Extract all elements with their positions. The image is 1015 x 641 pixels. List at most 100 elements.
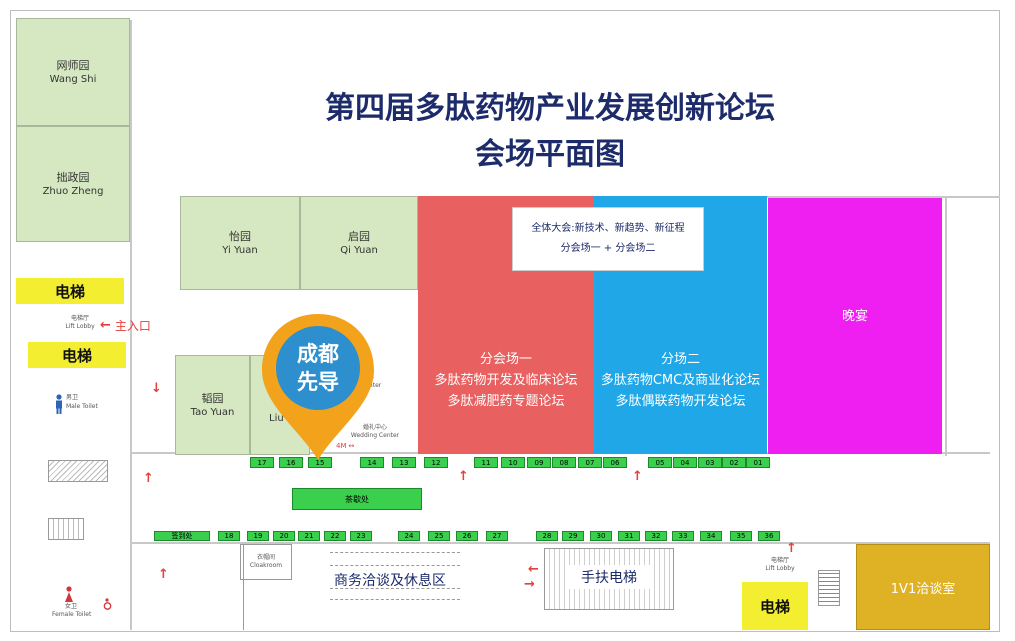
cloakroom-wall <box>154 544 244 630</box>
banquet-hall[interactable]: 晚宴 <box>768 198 942 454</box>
booth-26[interactable]: 26 <box>456 531 478 541</box>
lounge-seating-lower <box>330 588 460 600</box>
room-qiyuan-zh: 启园 <box>348 229 370 243</box>
lounge-seating-upper <box>330 552 460 566</box>
lift-lobby-left: 电梯厅 Lift Lobby <box>40 314 120 332</box>
stairs-left <box>48 460 108 482</box>
building-outline <box>10 10 1000 632</box>
booth-02[interactable]: 02 <box>722 457 746 468</box>
room-taoyuan-en: Tao Yuan <box>190 406 235 418</box>
room-wangshi-zh: 网师园 <box>56 58 90 72</box>
booth-31[interactable]: 31 <box>618 531 640 541</box>
lounge-area[interactable]: 商务洽谈及休息区 <box>300 554 480 606</box>
escalator-label: 手扶电梯 <box>581 570 637 586</box>
location-marker-line2: 先导 <box>297 370 339 394</box>
booth-04[interactable]: 04 <box>673 457 697 468</box>
elevator-lower-label: 电梯 <box>61 346 92 365</box>
lift-lobby-right-en: Lift Lobby <box>765 565 795 572</box>
booth-19[interactable]: 19 <box>247 531 269 541</box>
fixture-left <box>48 518 84 540</box>
booth-17[interactable]: 17 <box>250 457 274 468</box>
booth-36[interactable]: 36 <box>758 531 780 541</box>
hall-2-title: 分场二 <box>660 351 700 367</box>
room-zhuozheng-en: Zhuo Zheng <box>42 185 104 197</box>
room-qiyuan[interactable]: 启园 Qi Yuan <box>300 196 418 290</box>
booth-01[interactable]: 01 <box>746 457 770 468</box>
room-zhuozheng[interactable]: 拙政园 Zhuo Zheng <box>16 126 130 242</box>
corridor-line-lower <box>130 542 990 544</box>
elevator-right-label: 电梯 <box>759 597 790 616</box>
hall-2-line1: 多肽药物CMC及商业化论坛 <box>600 372 761 388</box>
booth-29[interactable]: 29 <box>562 531 584 541</box>
arrow-right-icon: → <box>524 577 535 592</box>
booth-23[interactable]: 23 <box>350 531 372 541</box>
elevator-upper: 电梯 <box>16 278 124 304</box>
lift-lobby-right: 电梯厅 Lift Lobby <box>752 556 808 574</box>
booth-32[interactable]: 32 <box>645 531 667 541</box>
booth-11[interactable]: 11 <box>474 457 498 468</box>
elevator-lower: 电梯 <box>28 342 126 368</box>
room-wangshi[interactable]: 网师园 Wang Shi <box>16 18 130 126</box>
map-title: 第四届多肽药物产业发展创新论坛 会场平面图 <box>250 82 850 182</box>
booth-27[interactable]: 27 <box>486 531 508 541</box>
room-taoyuan[interactable]: 韬园 Tao Yuan <box>175 355 250 455</box>
booth-33[interactable]: 33 <box>672 531 694 541</box>
male-toilet-icon <box>56 394 62 414</box>
booth-03[interactable]: 03 <box>698 457 722 468</box>
female-toilet-en: Female Toilet <box>52 611 92 618</box>
hall-1-line2: 多肽减肥药专题论坛 <box>447 393 565 409</box>
booth-30[interactable]: 30 <box>590 531 612 541</box>
booth-24[interactable]: 24 <box>398 531 420 541</box>
main-entrance[interactable]: ← 主入口 <box>100 316 180 334</box>
room-wangshi-en: Wang Shi <box>49 73 97 85</box>
tea-break[interactable]: 茶歇处 <box>292 488 422 510</box>
plenary-box: 全体大会:新技术、新趋势、新征程 分会场一 + 分会场二 <box>512 207 704 271</box>
booth-20[interactable]: 20 <box>273 531 295 541</box>
booth-16[interactable]: 16 <box>279 457 303 468</box>
booth-13[interactable]: 13 <box>392 457 416 468</box>
lounge-label: 商务洽谈及休息区 <box>334 573 446 589</box>
banquet-label: 晚宴 <box>841 308 868 324</box>
dimension-label: 4M ↔ <box>336 441 376 451</box>
booth-22[interactable]: 22 <box>324 531 346 541</box>
booth-18[interactable]: 18 <box>218 531 240 541</box>
hall-1-line1: 多肽药物开发及临床论坛 <box>434 372 578 388</box>
room-yiyuan[interactable]: 怡园 Yi Yuan <box>180 196 300 290</box>
entrance-arrow-icon: ← <box>100 317 111 333</box>
booth-08[interactable]: 08 <box>552 457 576 468</box>
male-toilet: 男卫 Male Toilet <box>50 390 130 418</box>
room-liuyuan-en: Liu Y <box>269 413 293 424</box>
booth-09[interactable]: 09 <box>527 457 551 468</box>
booth-25[interactable]: 25 <box>428 531 450 541</box>
location-marker-icon <box>262 314 374 460</box>
location-marker-label: 成都 先导 <box>276 326 360 410</box>
signin-desk[interactable]: 签到处 <box>154 531 210 541</box>
main-entrance-label: 主入口 <box>114 318 151 333</box>
meeting-room-1v1[interactable]: 1V1洽谈室 <box>856 544 990 630</box>
plenary-line1: 全体大会:新技术、新趋势、新征程 <box>531 223 685 234</box>
booth-15[interactable]: 15 <box>308 457 332 468</box>
booth-07[interactable]: 07 <box>578 457 602 468</box>
female-toilet-icon <box>65 586 73 602</box>
escalator[interactable]: 手扶电梯 <box>568 565 650 589</box>
booth-12[interactable]: 12 <box>424 457 448 468</box>
arrow-left-icon: ← <box>528 562 539 577</box>
booth-34[interactable]: 34 <box>700 531 722 541</box>
booth-06[interactable]: 06 <box>603 457 627 468</box>
cloakroom-zh: 衣帽间 <box>256 554 275 561</box>
arrow-up-icon: ↑ <box>786 541 797 556</box>
booth-21[interactable]: 21 <box>298 531 320 541</box>
booth-28[interactable]: 28 <box>536 531 558 541</box>
booth-14[interactable]: 14 <box>360 457 384 468</box>
wedding-center-zh: 婚礼中心 <box>362 424 387 431</box>
lift-lobby-left-zh: 电梯厅 <box>70 315 89 322</box>
elevator-right: 电梯 <box>742 582 808 630</box>
arrow-up-icon: ↑ <box>458 469 469 484</box>
tea-break-label: 茶歇处 <box>345 494 369 504</box>
room-zhuozheng-zh: 拙政园 <box>56 170 90 184</box>
signin-label: 签到处 <box>171 532 193 540</box>
booth-05[interactable]: 05 <box>648 457 672 468</box>
location-marker-line1: 成都 <box>297 342 339 366</box>
booth-35[interactable]: 35 <box>730 531 752 541</box>
booth-10[interactable]: 10 <box>501 457 525 468</box>
